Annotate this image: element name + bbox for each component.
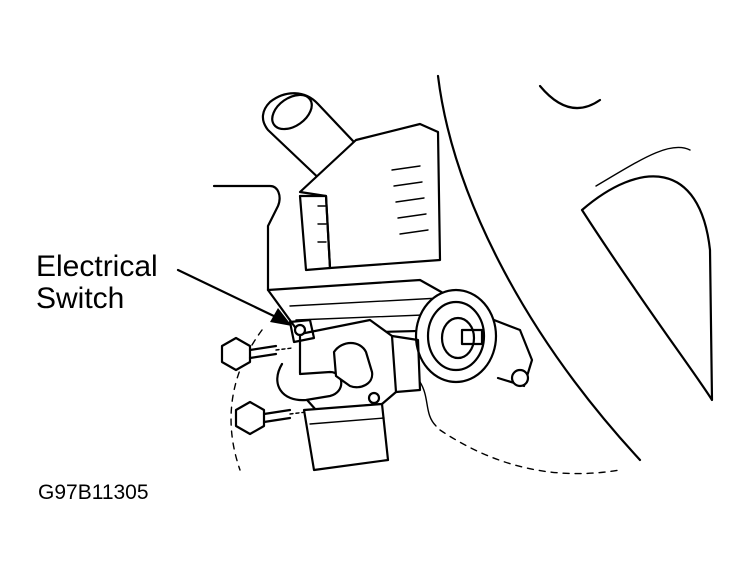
switch-connector	[332, 341, 374, 389]
lower-screw-head	[234, 400, 266, 436]
housing-block	[298, 194, 332, 272]
upper-screw-head	[220, 336, 252, 372]
switch-screw-hole-bottom	[367, 391, 381, 405]
steering-wheel-spoke	[580, 175, 714, 402]
housing-notches	[317, 205, 327, 243]
steering-wheel-rim	[436, 74, 642, 462]
steering-wheel-arc	[595, 146, 691, 187]
figure-id: G97B11305	[38, 481, 149, 504]
lower-screw-shaft	[262, 408, 292, 424]
key-slot	[460, 328, 484, 346]
switch-collar	[390, 334, 422, 394]
callout-arrowhead	[270, 308, 292, 326]
callout-leader-line	[176, 268, 280, 320]
upper-screw-shaft	[248, 344, 278, 360]
switch-screw-hole-top	[293, 323, 307, 337]
lever-end-cap	[271, 93, 313, 131]
electrical-switch-label-line1: Electrical	[36, 250, 158, 283]
switch-flange	[288, 318, 316, 344]
electrical-switch-label-line2: Switch	[36, 282, 125, 315]
wiring-harness	[419, 381, 437, 427]
cylinder-screw	[510, 368, 530, 388]
lower-screw-thread	[289, 411, 307, 415]
mounting-block	[302, 402, 390, 472]
key-cylinder-ring	[426, 300, 486, 372]
key-cylinder-core	[440, 316, 476, 360]
mounting-block-line	[309, 417, 385, 425]
column-housing-upper	[298, 122, 442, 270]
dashed-column-outline	[230, 329, 263, 471]
upper-screw-thread	[275, 347, 293, 351]
left-bracket	[212, 184, 320, 298]
housing-slots	[391, 165, 429, 235]
steering-wheel-rim-inner	[538, 84, 602, 110]
dashed-column-outline-2	[439, 429, 621, 475]
